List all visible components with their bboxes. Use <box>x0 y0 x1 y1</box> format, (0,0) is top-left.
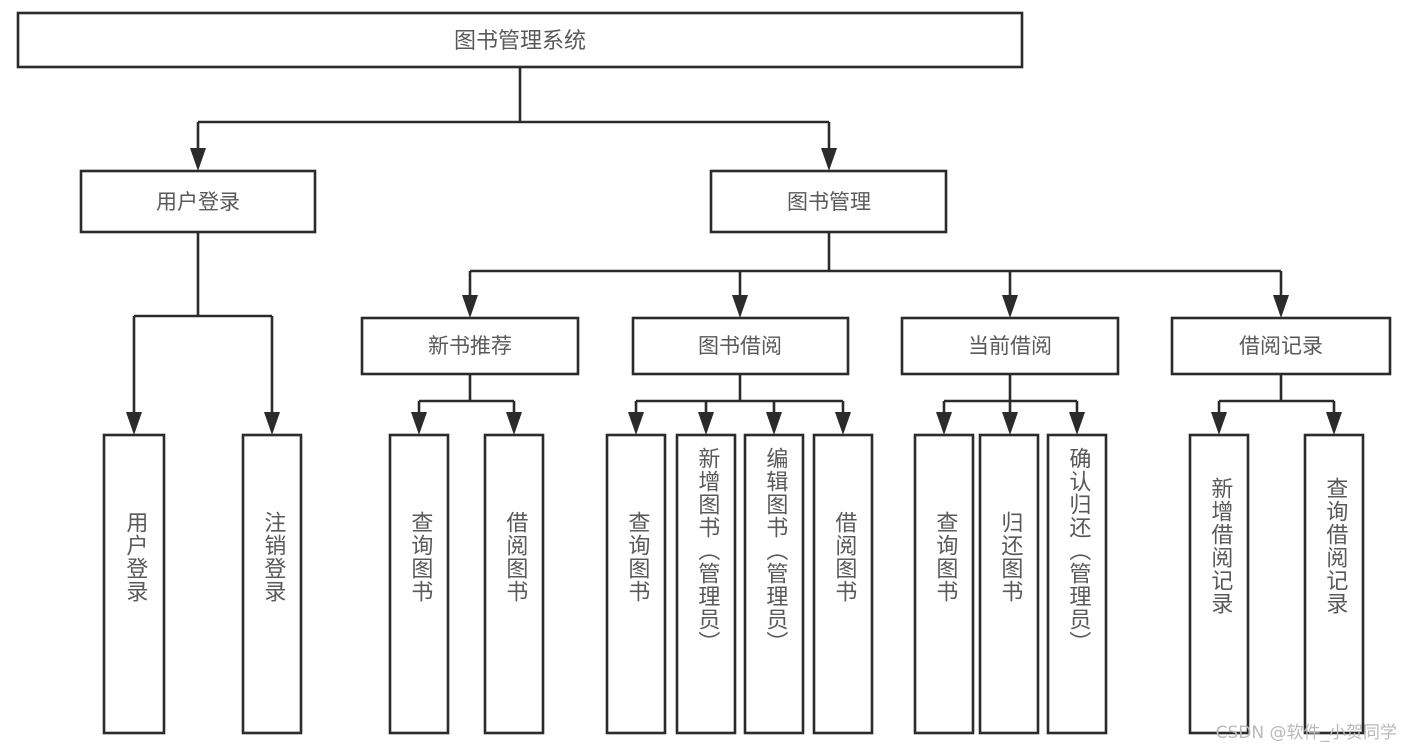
node-borrow-record[interactable]: 借阅记录 <box>1170 316 1392 376</box>
arrow-head-user-login <box>190 148 206 171</box>
leaf-box-confirm-return[interactable] <box>1046 433 1108 735</box>
node-new-book-recommend-box[interactable] <box>360 316 580 376</box>
connector-layer <box>126 67 1342 435</box>
node-new-book-recommend[interactable]: 新书推荐 <box>360 316 580 376</box>
leaf-box-layer <box>102 433 1365 735</box>
arrow-head-leaf-borrow-book-1 <box>506 412 522 435</box>
node-book-borrow[interactable]: 图书借阅 <box>631 316 850 376</box>
leaf-box-borrow-book-2[interactable] <box>812 433 874 735</box>
arrow-head-leaf-add-record <box>1211 412 1227 435</box>
node-current-borrow-label: 当前借阅 <box>968 334 1052 358</box>
csdn-watermark: CSDN @软件_小贺同学 <box>1215 723 1397 743</box>
node-borrow-record-label: 借阅记录 <box>1239 334 1323 358</box>
leaf-box-add-book[interactable] <box>675 433 737 735</box>
node-borrow-record-box[interactable] <box>1170 316 1392 376</box>
arrow-head-leaf-confirm-return <box>1069 412 1085 435</box>
arrow-head-leaf-query-book-3 <box>936 412 952 435</box>
arrow-head-leaf-query-record <box>1326 412 1342 435</box>
leaf-box-query-book-3[interactable] <box>913 433 975 735</box>
node-root-label: 图书管理系统 <box>454 29 586 54</box>
leaf-box-user-login[interactable] <box>102 433 166 735</box>
node-book-management-label: 图书管理 <box>787 190 871 214</box>
arrow-head-leaf-return-book <box>1002 412 1018 435</box>
node-new-book-recommend-label: 新书推荐 <box>428 334 512 358</box>
leaf-box-return-book[interactable] <box>978 433 1040 735</box>
arrow-head-leaf-query-book-1 <box>411 412 427 435</box>
node-root[interactable]: 图书管理系统 <box>16 11 1024 69</box>
node-user-login-label: 用户登录 <box>156 190 240 214</box>
leaf-box-edit-book[interactable] <box>743 433 805 735</box>
node-user-login-box[interactable] <box>79 169 317 234</box>
leaf-box-query-record[interactable] <box>1303 433 1365 735</box>
leaf-box-query-book-2[interactable] <box>605 433 667 735</box>
node-root-box[interactable] <box>16 11 1024 69</box>
node-current-borrow-box[interactable] <box>900 316 1120 376</box>
leaf-box-query-book-1[interactable] <box>388 433 450 735</box>
arrow-head-book-mgmt <box>821 148 837 171</box>
node-book-management-box[interactable] <box>709 169 948 234</box>
arrow-head-current-borrow <box>1002 295 1018 318</box>
leaf-box-borrow-book-1[interactable] <box>483 433 545 735</box>
node-book-borrow-box[interactable] <box>631 316 850 376</box>
arrow-head-borrow-record <box>1273 295 1289 318</box>
node-current-borrow[interactable]: 当前借阅 <box>900 316 1120 376</box>
arrow-head-leaf-query-book-2 <box>628 412 644 435</box>
arrow-head-leaf-logout <box>264 412 280 435</box>
arrow-head-leaf-user-login <box>126 412 142 435</box>
leaf-box-logout[interactable] <box>241 433 303 735</box>
arrow-head-leaf-edit-book <box>766 412 782 435</box>
arrow-head-leaf-add-book <box>698 412 714 435</box>
node-book-borrow-label: 图书借阅 <box>698 334 782 358</box>
arrow-head-new-book-rec <box>462 295 478 318</box>
leaf-box-add-record[interactable] <box>1188 433 1250 735</box>
node-user-login[interactable]: 用户登录 <box>79 169 317 234</box>
node-book-management[interactable]: 图书管理 <box>709 169 948 234</box>
arrow-head-leaf-borrow-book-2 <box>835 412 851 435</box>
arrow-head-book-borrow <box>732 295 748 318</box>
